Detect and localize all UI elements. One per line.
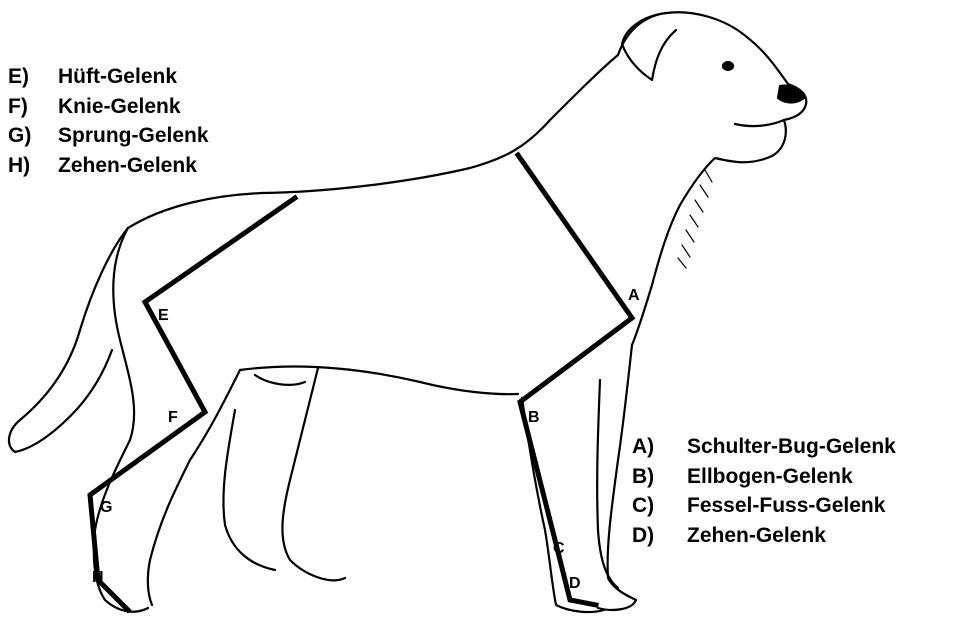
hind-leg-far-inner-outline [223, 410, 275, 570]
legend-key: A) [632, 432, 687, 462]
legend-key: H) [8, 151, 58, 181]
legend-key: D) [632, 521, 687, 551]
legend-key: G) [8, 121, 58, 151]
legend-item-d: D)Zehen-Gelenk [632, 521, 896, 551]
legend-label: Hüft-Gelenk [58, 62, 177, 92]
nose [778, 86, 804, 103]
legend-item-g: G)Sprung-Gelenk [8, 121, 209, 151]
legend-label: Sprung-Gelenk [58, 121, 209, 151]
joint-marker-d: D [569, 575, 581, 592]
legend-label: Zehen-Gelenk [687, 521, 826, 551]
legend-label: Zehen-Gelenk [58, 151, 197, 181]
legend-item-c: C)Fessel-Fuss-Gelenk [632, 491, 896, 521]
joint-marker-c: C [553, 540, 565, 557]
legend-label: Fessel-Fuss-Gelenk [687, 491, 885, 521]
tail-outline [9, 228, 128, 452]
joint-marker-h: H [92, 569, 104, 586]
back-and-head-outline [128, 12, 806, 345]
hind-leg-far-outline [282, 368, 345, 580]
eye [723, 62, 733, 70]
legend-item-h: H)Zehen-Gelenk [8, 151, 209, 181]
elbow-fold [255, 375, 305, 385]
hind-leg-near-outline [94, 228, 148, 612]
joint-marker-e: E [158, 307, 169, 324]
legend-key: B) [632, 462, 687, 492]
joint-marker-a: A [628, 287, 640, 304]
legend-key: C) [632, 491, 687, 521]
legend-label: Schulter-Bug-Gelenk [687, 432, 896, 462]
front-joint-line [518, 155, 632, 605]
joint-marker-g: G [100, 499, 112, 516]
front-joint-legend: A)Schulter-Bug-Gelenk B)Ellbogen-Gelenk … [632, 432, 896, 550]
legend-label: Knie-Gelenk [58, 92, 181, 122]
front-leg-near-outline [598, 345, 636, 610]
legend-item-e: E)Hüft-Gelenk [8, 62, 209, 92]
legend-item-f: F)Knie-Gelenk [8, 92, 209, 122]
legend-item-a: A)Schulter-Bug-Gelenk [632, 432, 896, 462]
belly-outline [240, 366, 518, 394]
joint-markers: A B C D E F G H [92, 287, 640, 592]
legend-item-b: B)Ellbogen-Gelenk [632, 462, 896, 492]
legend-label: Ellbogen-Gelenk [687, 462, 853, 492]
joint-lines [90, 155, 632, 610]
joint-marker-f: F [168, 409, 178, 426]
mouth-line [735, 120, 784, 126]
legend-key: F) [8, 92, 58, 122]
joint-marker-b: B [528, 409, 540, 426]
hind-leg-near-back-outline [148, 370, 240, 605]
throat-hatching [678, 170, 712, 268]
hind-joint-legend: E)Hüft-Gelenk F)Knie-Gelenk G)Sprung-Gel… [8, 62, 209, 180]
ear-outline [622, 14, 676, 80]
hind-joint-line [90, 198, 295, 610]
legend-key: E) [8, 62, 58, 92]
